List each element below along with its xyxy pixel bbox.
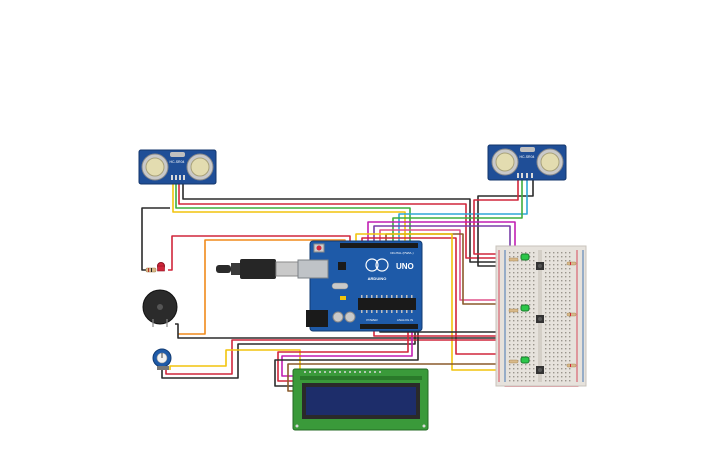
wire-pot-2[interactable]: [165, 339, 500, 375]
power-analog-header[interactable]: [360, 324, 418, 329]
sensor-model-label: HC-SR04: [170, 160, 185, 164]
wire-right-sensor-vcc[interactable]: [473, 180, 519, 255]
lcd-16x2[interactable]: [292, 368, 429, 431]
push-button-2[interactable]: [536, 315, 544, 323]
digital-label: DIGITAL (PWM~): [390, 251, 413, 255]
arduino-uno-board[interactable]: ARDUINO UNO DIGITAL (PWM~) POWER ANALOG …: [297, 240, 423, 332]
push-button-1[interactable]: [536, 262, 544, 270]
wire-5v[interactable]: [373, 330, 500, 337]
arduino-model-label: UNO: [396, 262, 414, 271]
usb-cable[interactable]: [216, 259, 299, 279]
resistor-2b[interactable]: [566, 312, 577, 317]
sensor-pins: [171, 175, 185, 180]
resistor-3b[interactable]: [566, 363, 577, 368]
analog-label: ANALOG IN: [397, 318, 413, 322]
ultrasonic-sensor-right[interactable]: HC-SR04: [487, 144, 567, 181]
wires: [141, 178, 579, 392]
digital-header[interactable]: [340, 243, 418, 248]
potentiometer[interactable]: [152, 348, 172, 370]
breadboard-holes: [509, 252, 571, 382]
wire-led-signal[interactable]: [168, 235, 351, 271]
wire-d-red2[interactable]: [361, 237, 500, 355]
resistor-1b[interactable]: [566, 261, 577, 266]
lcd-pins: [304, 371, 381, 373]
on-led: [340, 296, 346, 300]
wire-lcd-2[interactable]: [277, 330, 409, 382]
lcd-screen: [306, 387, 416, 415]
wire-left-sensor-gnd[interactable]: [182, 178, 500, 263]
wire-pot-3[interactable]: [169, 349, 301, 378]
resistor-3[interactable]: [508, 359, 519, 364]
led-red-left[interactable]: [145, 262, 165, 273]
wire-right-sensor-gnd[interactable]: [477, 180, 534, 267]
piezo-buzzer[interactable]: [142, 289, 178, 327]
sensor-model-label: HC-SR04: [520, 155, 535, 159]
power-label: POWER: [366, 318, 378, 322]
wire-led-gnd[interactable]: [141, 207, 170, 271]
wire-d-yellow2[interactable]: [355, 233, 500, 371]
wire-right-sensor-echo[interactable]: [392, 180, 523, 245]
led-green-3[interactable]: [520, 356, 530, 364]
resistor-1[interactable]: [508, 257, 519, 262]
wire-lcd-3[interactable]: [274, 330, 419, 387]
wire-d-pink[interactable]: [379, 229, 500, 301]
breadboard-components: [508, 253, 577, 374]
arduino-brand-label: ARDUINO: [368, 276, 387, 281]
wire-pot-1[interactable]: [161, 330, 416, 379]
wire-left-sensor-trig[interactable]: [172, 178, 406, 245]
led-green-1[interactable]: [520, 253, 530, 261]
chip-pins: [361, 295, 413, 313]
wire-buzzer-gnd[interactable]: [175, 323, 500, 339]
ultrasonic-sensor-left[interactable]: HC-SR04: [138, 149, 217, 185]
push-button-3[interactable]: [536, 366, 544, 374]
sensor-pins: [517, 173, 533, 178]
led-green-2[interactable]: [520, 304, 530, 312]
resistor-2[interactable]: [508, 308, 519, 313]
wire-d-purple[interactable]: [373, 225, 511, 252]
